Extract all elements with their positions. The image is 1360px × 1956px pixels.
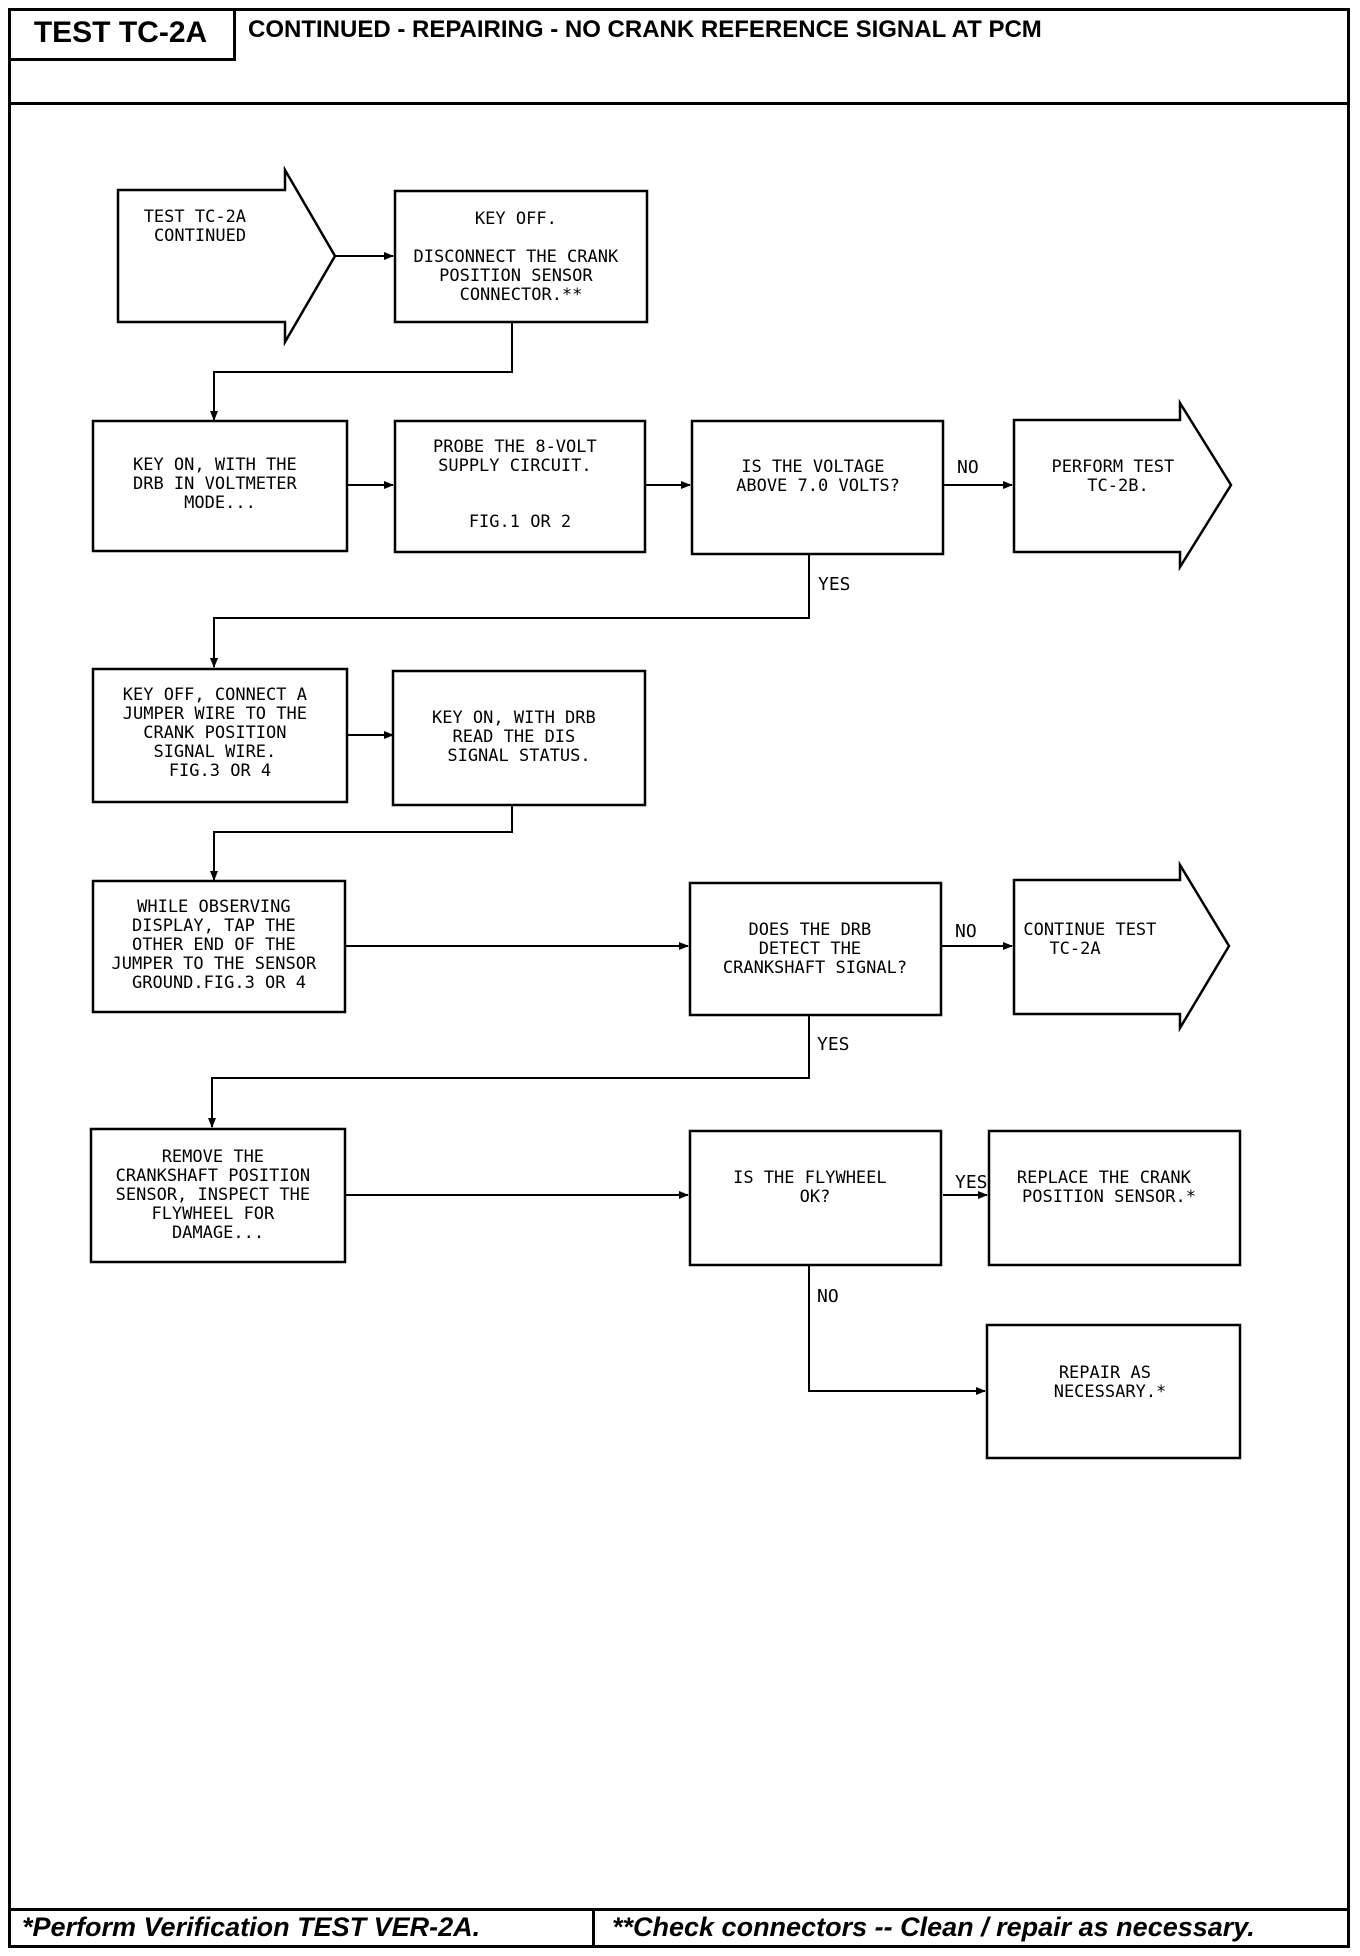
perform-tc2b-arrow-node (1012, 398, 1233, 572)
continue-tc2a-arrow-node (1012, 860, 1231, 1033)
footer-column-divider (592, 1908, 595, 1948)
start-text: TEST TC-2A CONTINUED (144, 207, 257, 246)
connector-keyoff-to-keyon (210, 322, 513, 421)
jumper-wire-text: KEY OFF, CONNECT A JUMPER WIRE TO THE CR… (123, 685, 317, 781)
test-title: TEST TC-2A (8, 8, 236, 61)
key-on-voltmeter-box (91, 419, 349, 553)
voltage-yes-label: YES (818, 574, 851, 595)
drb-yes-label: YES (817, 1034, 850, 1055)
footer-divider (8, 1908, 1350, 1911)
connector-flywheel-no (808, 1265, 986, 1395)
repair-text: REPAIR AS NECESSARY.* (1054, 1363, 1167, 1402)
probe-supply-text: PROBE THE 8-VOLT SUPPLY CIRCUIT. FIG.1 O… (433, 437, 607, 532)
voltage-question-text: IS THE VOLTAGE ABOVE 7.0 VOLTS? (736, 457, 900, 496)
replace-sensor-text: REPLACE THE CRANK POSITION SENSOR.* (1017, 1168, 1201, 1207)
tap-jumper-box (91, 879, 347, 1014)
tap-jumper-text: WHILE OBSERVING DISPLAY, TAP THE OTHER E… (112, 897, 327, 993)
test-subtitle: CONTINUED - REPAIRING - NO CRANK REFEREN… (248, 16, 1042, 43)
remove-sensor-text: REMOVE THE CRANKSHAFT POSITION SENSOR, I… (116, 1147, 321, 1243)
footer-connector-note: **Check connectors -- Clean / repair as … (612, 1912, 1255, 1942)
key-off-disconnect-text: KEY OFF. DISCONNECT THE CRANK POSITION S… (414, 209, 629, 305)
remove-sensor-box (89, 1127, 347, 1264)
connector-voltage-yes (210, 555, 810, 668)
flywheel-yes-label: YES (955, 1172, 988, 1193)
flywheel-question-text: IS THE FLYWHEEL OK? (733, 1168, 897, 1207)
voltage-question-box (690, 419, 945, 556)
key-on-voltmeter-text: KEY ON, WITH THE DRB IN VOLTMETER MODE..… (133, 455, 307, 513)
voltage-no-label: NO (957, 457, 979, 478)
perform-tc2b-text: PERFORM TEST TC-2B. (1051, 457, 1184, 496)
drb-question-box (688, 881, 943, 1017)
drb-no-label: NO (955, 921, 977, 942)
flywheel-no-label: NO (817, 1286, 839, 1307)
footer-verification-note: *Perform Verification TEST VER-2A. (22, 1912, 481, 1942)
connector-read-to-tap (210, 805, 513, 881)
continue-tc2a-text: CONTINUE TEST TC-2A (1023, 920, 1166, 959)
jumper-wire-box (91, 667, 349, 804)
connector-drb-yes (208, 1015, 810, 1128)
flywheel-question-box (688, 1129, 943, 1267)
header-divider (8, 102, 1350, 105)
probe-supply-box (393, 419, 647, 554)
start-arrow-node (116, 165, 337, 347)
repair-box (985, 1323, 1242, 1460)
page-frame (8, 8, 1350, 1948)
drb-question-text: DOES THE DRB DETECT THE CRANKSHAFT SIGNA… (723, 920, 907, 978)
read-dis-status-box (391, 669, 647, 807)
replace-sensor-box (987, 1129, 1242, 1267)
key-off-disconnect-box (393, 189, 649, 324)
read-dis-status-text: KEY ON, WITH DRB READ THE DIS SIGNAL STA… (432, 708, 606, 766)
